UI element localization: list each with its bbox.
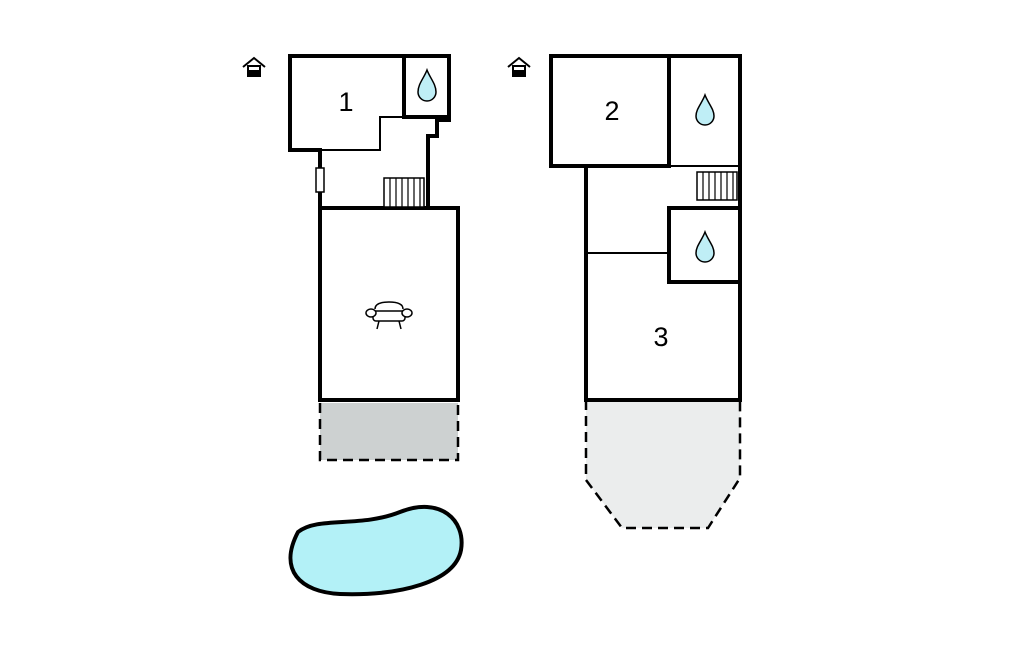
water-drop-icon: [695, 92, 715, 126]
balcony: [586, 400, 740, 528]
upper-floor-plan: 2 3: [507, 54, 742, 530]
house-upper-level-icon: [507, 56, 531, 77]
water-drop-icon: [695, 229, 715, 263]
water-drop-icon: [417, 67, 437, 102]
house-ground-level-icon: [242, 56, 266, 77]
room-1-label: 1: [338, 87, 353, 117]
ground-floor-plan: 1: [242, 54, 460, 462]
room-3-label: 3: [653, 322, 668, 352]
pool: [288, 505, 464, 597]
door-icon: [315, 167, 325, 193]
stairs-icon: [696, 171, 738, 201]
room-2-label: 2: [604, 96, 619, 126]
terrace: [320, 403, 458, 460]
sofa-icon: [365, 301, 413, 330]
stairs-icon: [383, 177, 425, 208]
